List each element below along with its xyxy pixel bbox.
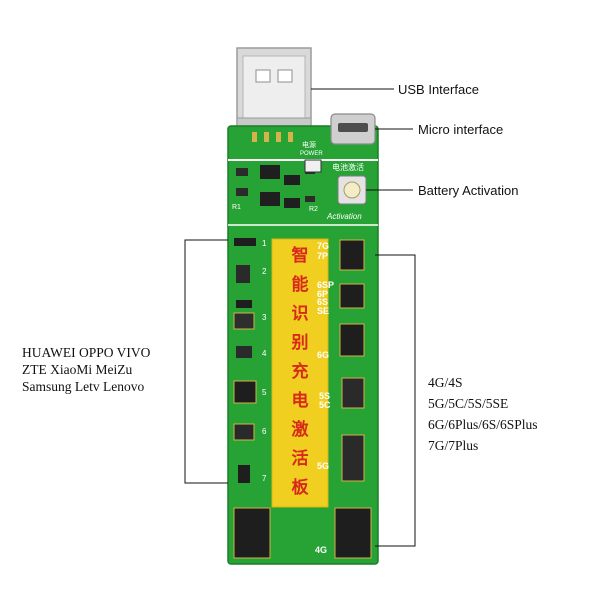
r2-label: R2 — [309, 206, 318, 213]
port-number: 3 — [262, 313, 267, 322]
center-char: 充 — [292, 361, 309, 382]
android-brands-list: HUAWEI OPPO VIVO ZTE XiaoMi MeiZu Samsun… — [22, 344, 150, 395]
charging-board: 电源 POWER 电池激活 R1 R2 Activation 智 能 识 别 充… — [227, 113, 379, 565]
model-label: 5G — [317, 461, 329, 471]
r1-label: R1 — [232, 204, 241, 211]
model-label: 6SP — [317, 280, 334, 290]
center-char: 识 — [292, 304, 309, 324]
model-label: 5C — [319, 400, 331, 410]
port-number: 7 — [262, 474, 267, 483]
center-char: 智 — [292, 245, 309, 266]
power-label-en: POWER — [300, 151, 323, 157]
usb-plug — [236, 47, 312, 133]
model-label: 6P — [317, 289, 328, 299]
center-char: 板 — [292, 477, 310, 498]
model-label: 6G — [317, 350, 329, 360]
port-number: 6 — [262, 427, 267, 436]
left-connectors — [233, 238, 257, 483]
micro-interface-label: Micro interface — [418, 122, 504, 137]
port-number: 1 — [262, 239, 267, 248]
center-char: 别 — [291, 333, 309, 353]
iphone-models-list: 4G/4S 5G/5C/5S/5SE 6G/6Plus/6S/6SPlus 7G… — [428, 372, 538, 456]
power-label-cn: 电源 — [302, 140, 316, 149]
model-label: 7P — [317, 251, 328, 261]
model-line: 6G/6Plus/6S/6SPlus — [428, 417, 538, 432]
activation-button[interactable] — [337, 175, 367, 205]
battery-activation-cn: 电池激活 — [332, 162, 364, 172]
center-title: 智 能 识 别 充 电 激 活 板 — [291, 245, 310, 498]
callout-lines — [184, 88, 416, 547]
brand-line: Samsung Letv Lenovo — [22, 379, 145, 394]
model-line: 4G/4S — [428, 375, 463, 390]
center-char: 活 — [292, 448, 309, 469]
model-label: 4G — [315, 545, 327, 555]
battery-activation-label: Battery Activation — [418, 183, 519, 198]
model-label: 5S — [319, 391, 330, 401]
center-char: 电 — [292, 390, 309, 411]
center-char: 能 — [292, 274, 309, 295]
model-label: 6S — [317, 297, 328, 307]
right-connectors — [339, 239, 365, 482]
center-char: 激 — [292, 419, 309, 440]
usb-interface-label: USB Interface — [398, 82, 479, 97]
model-line: 5G/5C/5S/5SE — [428, 396, 509, 411]
port-number: 4 — [262, 349, 267, 358]
model-line: 7G/7Plus — [428, 438, 479, 453]
brand-line: HUAWEI OPPO VIVO — [22, 345, 151, 360]
micro-usb-port — [330, 113, 376, 145]
bottom-connectors — [233, 507, 372, 559]
activation-label: Activation — [326, 212, 362, 221]
model-label: 7G — [317, 241, 329, 251]
brand-line: ZTE XiaoMi MeiZu — [22, 362, 133, 377]
port-number: 2 — [262, 267, 267, 276]
model-label: SE — [317, 306, 329, 316]
port-number: 5 — [262, 388, 267, 397]
